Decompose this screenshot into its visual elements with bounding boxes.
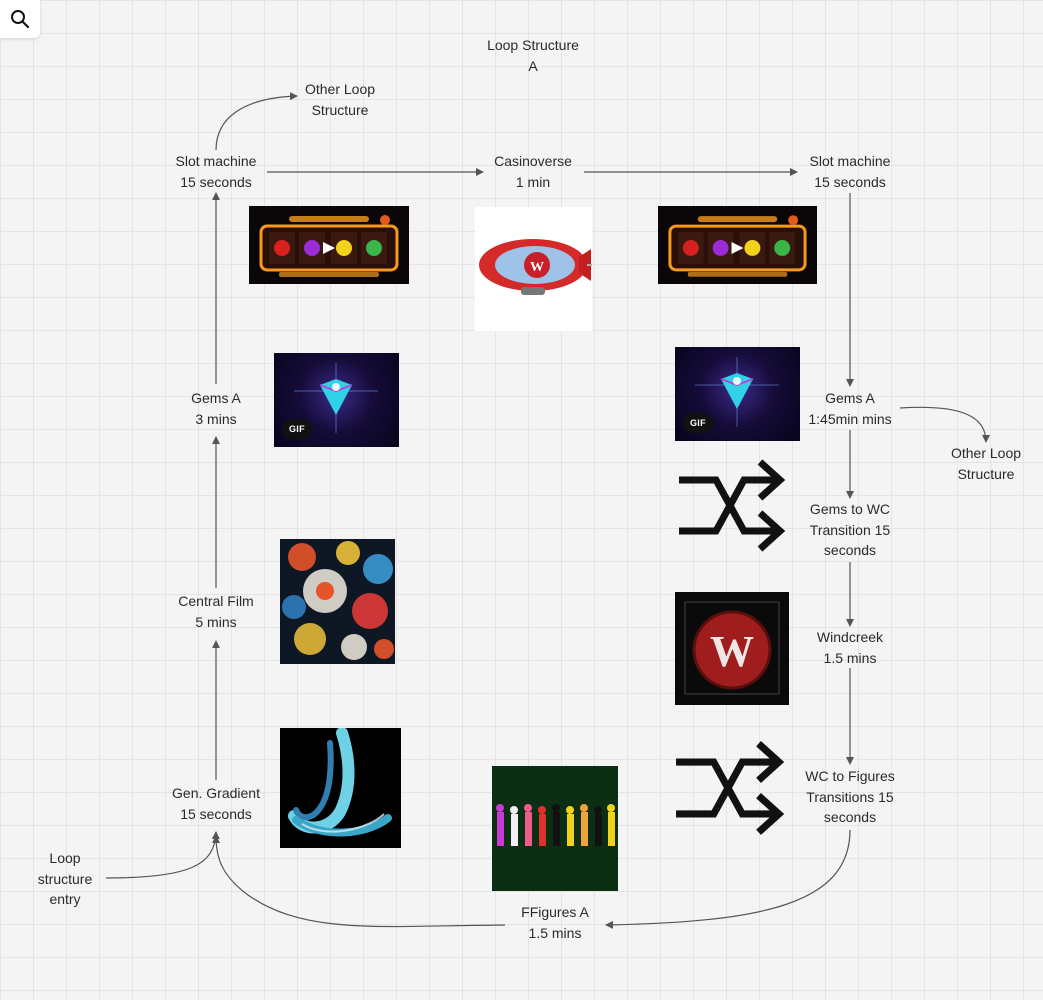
slot-machine-thumbnail-left[interactable] <box>249 206 409 284</box>
central-film-fireworks-thumbnail[interactable] <box>280 539 395 664</box>
connector-wc-figures-to-ffigures <box>605 829 851 929</box>
figures-image <box>496 804 615 846</box>
gif-badge: GIF <box>683 413 713 433</box>
svg-text:W: W <box>530 260 544 275</box>
gif-badge: GIF <box>282 419 312 439</box>
connector-gems-right-to-other-loop <box>899 406 990 443</box>
gems-thumbnail-right[interactable]: GIF <box>675 347 800 441</box>
gradient-swirl-image <box>288 728 392 837</box>
connector-slot-to-other-loop <box>215 92 298 151</box>
fireworks-image <box>282 541 394 660</box>
connector-ffigures-to-gradient <box>212 835 506 928</box>
slot-machine-image <box>259 215 399 277</box>
connector-entry-to-gradient <box>105 831 220 879</box>
slot-machine-image <box>668 215 807 277</box>
shuffle-icon <box>673 739 785 838</box>
slot-machine-thumbnail-right[interactable] <box>658 206 817 284</box>
gen-gradient-thumbnail[interactable] <box>280 728 401 848</box>
blimp-image: W <box>479 239 592 295</box>
gem-image <box>695 357 779 427</box>
ffigures-thumbnail[interactable] <box>492 766 618 891</box>
search-icon <box>11 10 30 29</box>
windcreek-thumbnail[interactable]: W <box>675 592 789 705</box>
gem-image <box>294 363 378 433</box>
gems-thumbnail-left[interactable]: GIF <box>274 353 399 447</box>
search-button[interactable] <box>0 0 40 38</box>
shuffle-icon <box>676 459 786 553</box>
casinoverse-blimp-thumbnail[interactable]: W <box>475 207 592 331</box>
svg-text:W: W <box>710 627 754 676</box>
windcreek-logo-image: W <box>684 601 780 695</box>
